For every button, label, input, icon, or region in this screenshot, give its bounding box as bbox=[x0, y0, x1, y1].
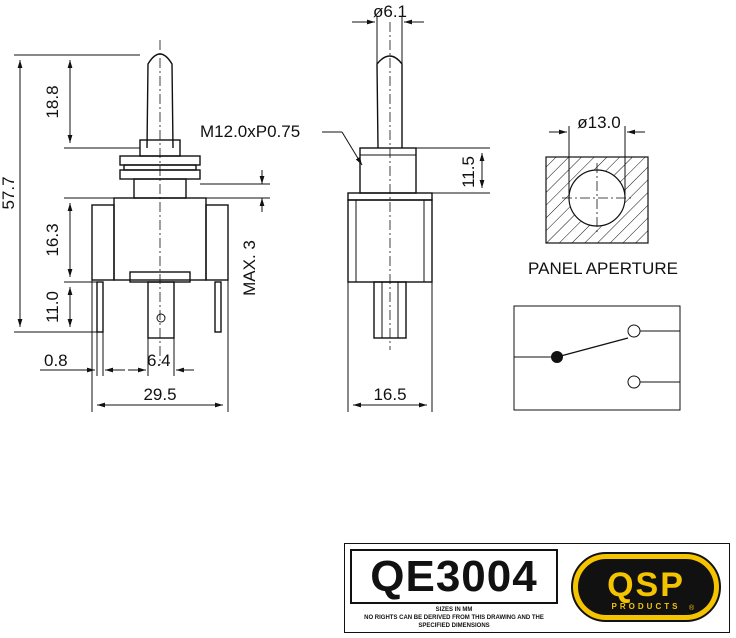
dim-terminal-width: 6.4 bbox=[147, 351, 171, 370]
dim-terminal-thickness: 0.8 bbox=[44, 351, 68, 370]
schematic-contact-lower bbox=[627, 375, 641, 389]
side-view: ø6.1 M12.0xP0.75 11.5 16.5 bbox=[200, 2, 490, 412]
qsp-logo: QSP PRODUCTS ® bbox=[571, 552, 721, 622]
front-body-left-flange bbox=[91, 204, 115, 281]
front-body-right-flange bbox=[205, 204, 229, 281]
switch-schematic bbox=[513, 305, 681, 411]
dim-thread: M12.0xP0.75 bbox=[200, 122, 300, 141]
schematic-frame bbox=[513, 305, 681, 411]
dim-terminal-length: 11.0 bbox=[43, 291, 62, 323]
note-dimensions: SPECIFIED DIMENSIONS bbox=[418, 623, 490, 629]
dim-aperture-diameter: ø13.0 bbox=[577, 113, 620, 132]
dim-lever-length: 18.8 bbox=[43, 85, 62, 118]
title-notes: SIZES IN MM NO RIGHTS CAN BE DERIVED FRO… bbox=[345, 606, 563, 630]
logo-text: QSP bbox=[607, 566, 685, 604]
dim-body-depth: 16.5 bbox=[373, 385, 406, 404]
side-lever bbox=[376, 55, 403, 149]
title-block: QE3004 SIZES IN MM NO RIGHTS CAN BE DERI… bbox=[344, 543, 730, 633]
front-terminal-left bbox=[96, 281, 104, 333]
front-view: 18.8 57.7 16.3 11.0 MAX. 3 0.8 6.4 bbox=[0, 40, 270, 412]
logo-trademark: ® bbox=[689, 604, 695, 612]
panel-aperture: ø13.0 PANEL APERTURE bbox=[528, 113, 678, 278]
dim-stem-diameter: ø6.1 bbox=[373, 2, 407, 21]
dim-max-panel: MAX. 3 bbox=[240, 240, 259, 296]
note-sizes: SIZES IN MM bbox=[435, 607, 473, 613]
panel-aperture-label: PANEL APERTURE bbox=[528, 259, 678, 278]
part-number-box: QE3004 bbox=[350, 549, 558, 604]
front-terminal-center bbox=[147, 281, 175, 339]
front-terminal-hole bbox=[156, 313, 166, 323]
logo-subtext: PRODUCTS bbox=[612, 602, 681, 611]
note-rights: NO RIGHTS CAN BE DERIVED FROM THIS DRAWI… bbox=[364, 615, 544, 621]
dim-body-height: 16.3 bbox=[43, 223, 62, 256]
part-number: QE3004 bbox=[370, 551, 538, 601]
dim-overall-height: 57.7 bbox=[0, 176, 18, 209]
dim-bushing-length: 11.5 bbox=[459, 156, 478, 188]
front-terminal-right bbox=[214, 281, 222, 333]
dim-body-width: 29.5 bbox=[143, 385, 176, 404]
schematic-contact-upper bbox=[627, 324, 641, 338]
